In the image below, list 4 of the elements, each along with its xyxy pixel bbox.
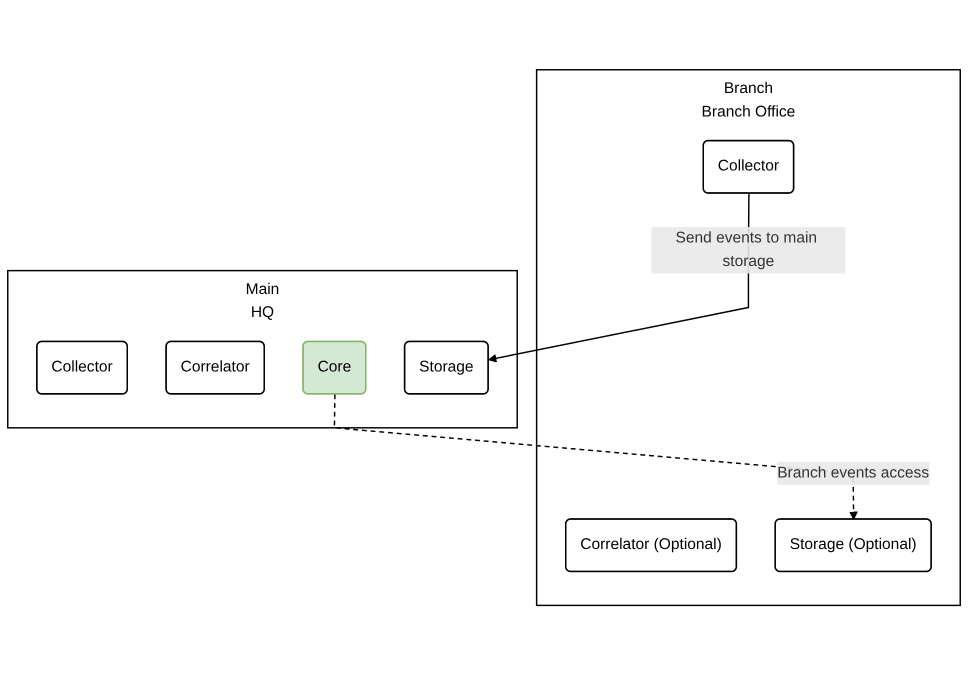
node-label: Main: [246, 281, 280, 298]
edge-label: Send events to main storage: [676, 230, 818, 270]
edge-label: Branch events access: [777, 464, 930, 482]
node-label: Branch: [724, 80, 774, 97]
